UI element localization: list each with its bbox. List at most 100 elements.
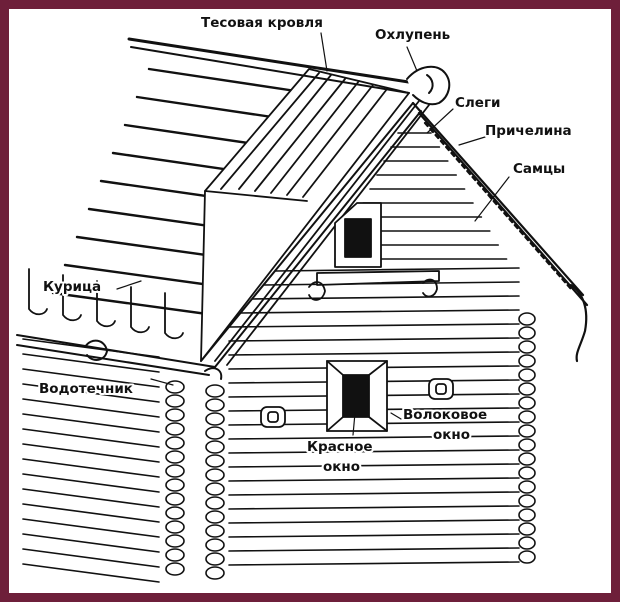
- purlin-line: [51, 291, 231, 319]
- leader-krasnoe: [352, 412, 356, 436]
- gable-window-opening: [344, 218, 372, 258]
- roof-eave-edge: [200, 102, 422, 368]
- corner-log-end: [165, 408, 185, 422]
- left-wall-log-line: [22, 503, 160, 523]
- kuritsa-hook: [96, 280, 116, 328]
- left-corner-log-ends: [165, 380, 225, 580]
- corner-log-end: [205, 454, 225, 468]
- left-wall-log-line: [22, 368, 160, 388]
- front-wall-log-line: [228, 547, 520, 552]
- corner-log-end: [205, 496, 225, 510]
- prichelina-gable-board: [411, 101, 589, 363]
- left-wall-log-line: [22, 473, 160, 493]
- gable-window: [308, 202, 440, 301]
- front-wall-log-line: [274, 267, 520, 272]
- leader-okhlupen: [406, 46, 418, 72]
- plank-roof: [200, 68, 430, 366]
- corner-log-end: [165, 492, 185, 506]
- left-wall-log-line: [22, 383, 160, 403]
- kuritsa-hook: [28, 268, 48, 316]
- labels: Тесовая кровля Охлупень Слеги Причелина …: [37, 13, 574, 477]
- front-wall-log-line: [240, 309, 520, 314]
- label-slegi: Слеги: [455, 95, 500, 111]
- corner-log-end: [518, 396, 536, 410]
- corner-log-end: [518, 466, 536, 480]
- leader-samtsy: [474, 176, 510, 222]
- front-wall-log-line: [228, 505, 520, 510]
- label-volokovoe-okno-1: Волоковое: [403, 407, 487, 423]
- vodotechnik-gutter: [16, 334, 223, 380]
- front-wall-log-line: [228, 561, 520, 566]
- corner-log-end: [205, 538, 225, 552]
- corner-log-end: [165, 450, 185, 464]
- label-kuritsa: Курица: [43, 279, 101, 295]
- front-wall-log-line: [251, 295, 520, 300]
- corner-log-end: [165, 534, 185, 548]
- illustration-canvas: Тесовая кровля Охлупень Слеги Причелина …: [9, 9, 611, 593]
- volokovoe-okno-windows: [260, 378, 454, 428]
- left-wall-log-line: [22, 533, 160, 553]
- front-wall-log-line: [262, 281, 520, 286]
- leader-tesovaya: [320, 32, 328, 72]
- leader-volokovoe: [390, 412, 402, 420]
- corner-log-end: [518, 536, 536, 550]
- left-wall-log-line: [22, 458, 160, 478]
- corner-log-end: [165, 394, 185, 408]
- left-wall-log-line: [22, 488, 160, 508]
- corner-log-end: [205, 482, 225, 496]
- left-wall-log-line: [22, 548, 160, 568]
- left-wall-log-line: [22, 413, 160, 433]
- corner-log-end: [518, 550, 536, 564]
- kuritsa-hooks: [28, 268, 184, 340]
- leader-slegi: [426, 108, 454, 134]
- corner-log-end: [205, 524, 225, 538]
- left-wall-log-line: [22, 353, 160, 373]
- label-krasnoe-okno-2: окно: [323, 459, 360, 475]
- leader-lines: [116, 32, 510, 436]
- corner-log-end: [165, 478, 185, 492]
- front-wall-log-line: [228, 337, 520, 342]
- left-wall-log-line: [22, 563, 160, 583]
- corner-log-end: [205, 384, 225, 398]
- front-wall-log-line: [228, 435, 520, 440]
- okhlupen-ridge-log: [127, 37, 451, 106]
- corner-log-end: [165, 562, 185, 576]
- left-wall-log-line: [22, 398, 160, 418]
- leader-kuritsa: [116, 280, 142, 290]
- corner-log-end: [518, 522, 536, 536]
- corner-log-end: [165, 506, 185, 520]
- corner-log-end: [165, 464, 185, 478]
- corner-log-end: [518, 312, 536, 326]
- corner-log-end: [165, 422, 185, 436]
- front-wall-log-line: [228, 533, 520, 538]
- corner-log-end: [205, 566, 225, 580]
- corner-log-end: [165, 436, 185, 450]
- label-prichelina: Причелина: [485, 123, 572, 139]
- corner-log-end: [205, 398, 225, 412]
- label-volokovoe-okno-2: окно: [433, 427, 470, 443]
- corner-log-end: [518, 480, 536, 494]
- corner-log-end: [518, 368, 536, 382]
- corner-log-end: [518, 508, 536, 522]
- corner-log-end: [518, 438, 536, 452]
- kuritsa-hook: [130, 286, 150, 334]
- left-wall-log-line: [22, 443, 160, 463]
- corner-log-end: [205, 552, 225, 566]
- label-tesovaya-krovlya: Тесовая кровля: [201, 15, 323, 31]
- front-wall-log-line: [228, 491, 520, 496]
- front-wall-log-line: [228, 351, 520, 356]
- label-krasnoe-okno-1: Красное: [307, 439, 373, 455]
- krasnoe-okno-opening: [342, 374, 370, 418]
- corner-log-end: [205, 412, 225, 426]
- corner-log-end: [518, 452, 536, 466]
- label-vodotechnik: Водотечник: [39, 381, 133, 397]
- leader-vodotechnik: [150, 378, 174, 386]
- corner-log-end: [518, 354, 536, 368]
- left-wall-log-line: [22, 518, 160, 538]
- corner-log-end: [165, 380, 185, 394]
- corner-log-end: [518, 410, 536, 424]
- corner-log-end: [518, 326, 536, 340]
- corner-log-end: [518, 382, 536, 396]
- label-okhlupen: Охлупень: [375, 27, 450, 43]
